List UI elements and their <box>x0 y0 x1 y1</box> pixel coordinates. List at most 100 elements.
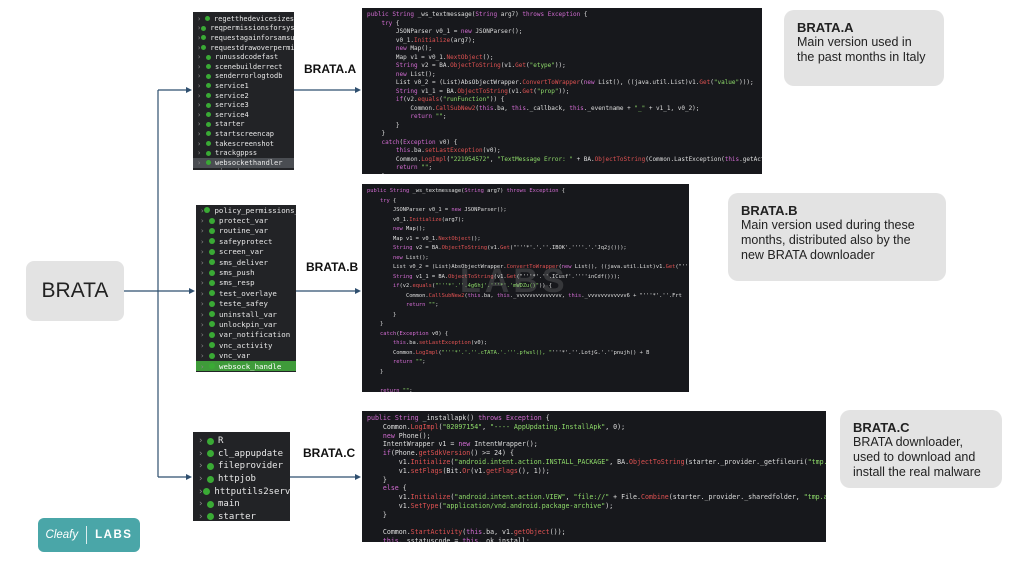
tree-item[interactable]: ›requestagainforsamsung <box>193 33 294 43</box>
expand-chevron-icon[interactable]: › <box>197 62 202 71</box>
tree-item[interactable]: ›test_overlaye <box>196 288 296 298</box>
expand-chevron-icon[interactable]: › <box>197 14 202 23</box>
expand-chevron-icon[interactable]: › <box>200 226 205 236</box>
note-title-brata-a: BRATA.A <box>797 20 854 35</box>
logo-suffix: LABS <box>95 529 133 541</box>
tree-item[interactable]: ›cl_appupdate <box>193 448 290 461</box>
class-icon <box>209 227 215 234</box>
tree-item[interactable]: ›vnc_var <box>196 350 296 360</box>
tree-item[interactable]: ›service3 <box>193 100 294 110</box>
tree-item[interactable]: ›httpjob <box>193 473 290 486</box>
tree-item[interactable]: ›xiaomireqmsperm <box>193 168 294 170</box>
code-line: return ""; <box>410 113 447 120</box>
expand-chevron-icon[interactable]: › <box>197 129 202 138</box>
tree-item[interactable]: ›main <box>193 498 290 511</box>
expand-chevron-icon[interactable]: › <box>197 120 202 129</box>
tree-item[interactable]: ›R <box>193 435 290 448</box>
tree-item-label: R <box>218 436 224 447</box>
tree-item[interactable]: ›routine_var <box>196 226 296 236</box>
expand-chevron-icon[interactable]: › <box>198 448 204 459</box>
expand-chevron-icon[interactable]: › <box>200 330 205 340</box>
tree-item[interactable]: ›service4 <box>193 110 294 120</box>
expand-chevron-icon[interactable]: › <box>198 461 204 472</box>
expand-chevron-icon[interactable]: › <box>200 257 205 267</box>
tree-item[interactable]: ›scenebuilderrect <box>193 62 294 72</box>
tree-item[interactable]: ›senderrorlogtodb <box>193 72 294 82</box>
expand-chevron-icon[interactable]: › <box>198 511 204 521</box>
tree-item[interactable]: ›trackgppss <box>193 148 294 158</box>
tree-item-label: websock_handle <box>219 361 282 371</box>
expand-chevron-icon[interactable]: › <box>198 474 204 485</box>
expand-chevron-icon[interactable]: › <box>197 43 202 52</box>
tree-item-label: vnc_activity <box>219 340 273 350</box>
expand-chevron-icon[interactable]: › <box>197 168 206 170</box>
tree-item[interactable]: ›websockethandler <box>193 157 294 168</box>
logo-divider <box>86 526 88 544</box>
tree-item[interactable]: ›runussdcodefast <box>193 52 294 62</box>
class-icon <box>203 488 211 496</box>
expand-chevron-icon[interactable]: › <box>197 33 202 42</box>
expand-chevron-icon[interactable]: › <box>198 499 204 510</box>
tree-item-label: service2 <box>215 91 249 100</box>
tree-item-label: startscreencap <box>215 129 275 138</box>
expand-chevron-icon[interactable]: › <box>197 81 202 90</box>
class-icon <box>207 450 214 458</box>
expand-chevron-icon[interactable]: › <box>197 139 202 148</box>
tree-item[interactable]: ›sms_push <box>196 267 296 277</box>
expand-chevron-icon[interactable]: › <box>200 319 205 329</box>
expand-chevron-icon[interactable]: › <box>200 361 205 371</box>
tree-item[interactable]: ›service1 <box>193 81 294 91</box>
tree-item[interactable]: ›takescreenshot <box>193 139 294 149</box>
tree-item[interactable]: ›starter <box>193 120 294 130</box>
expand-chevron-icon[interactable]: › <box>197 149 202 158</box>
code-line: public String _ws_textmessage(String arg… <box>367 11 588 18</box>
expand-chevron-icon[interactable]: › <box>200 236 205 246</box>
expand-chevron-icon[interactable]: › <box>200 309 205 319</box>
tree-item[interactable]: ›starter <box>193 511 290 521</box>
expand-chevron-icon[interactable]: › <box>200 205 205 215</box>
expand-chevron-icon[interactable]: › <box>200 340 205 350</box>
tree-item[interactable]: ›reqpermissionsforsystem <box>193 24 294 34</box>
tree-item[interactable]: ›policy_permissions_b... <box>196 205 296 215</box>
expand-chevron-icon[interactable]: › <box>200 216 205 226</box>
code-line: v0_1.Initialize(arg7); <box>367 36 476 44</box>
expand-chevron-icon[interactable]: › <box>197 101 202 110</box>
expand-chevron-icon[interactable]: › <box>200 351 205 361</box>
brata-root-node: BRATA <box>26 261 124 321</box>
expand-chevron-icon[interactable]: › <box>200 247 205 257</box>
expand-chevron-icon[interactable]: › <box>198 436 204 447</box>
tree-item[interactable]: › service2 <box>193 91 294 101</box>
tree-item[interactable]: ›fileprovider <box>193 460 290 473</box>
expand-chevron-icon[interactable]: › <box>197 24 202 33</box>
expand-chevron-icon[interactable]: › <box>200 299 205 309</box>
expand-chevron-icon[interactable]: › <box>197 91 202 100</box>
expand-chevron-icon[interactable]: › <box>200 278 205 288</box>
expand-chevron-icon[interactable]: › <box>197 110 202 119</box>
tree-item[interactable]: ›requestdrawoverpermission <box>193 43 294 53</box>
code-line: return ""; <box>405 302 439 308</box>
tree-item[interactable]: ›var_notification <box>196 330 296 340</box>
tree-item[interactable]: ›teste_safey <box>196 299 296 309</box>
tree-item[interactable]: ›protect_var <box>196 215 296 225</box>
tree-item[interactable]: › websock_handle <box>196 360 296 372</box>
tree-item[interactable]: ›sms_deliver <box>196 257 296 267</box>
tree-item[interactable]: ›safeyprotect <box>196 236 296 246</box>
code-line: Common.CallSubNew2(this.ba, this._vvvvvv… <box>367 292 682 299</box>
expand-chevron-icon[interactable]: › <box>197 53 202 62</box>
expand-chevron-icon[interactable]: › <box>200 288 205 298</box>
tree-item[interactable]: ›screen_var <box>196 247 296 257</box>
tree-item[interactable]: ›sms_resp <box>196 278 296 288</box>
tree-item[interactable]: ›regetthedevicesizes <box>193 14 294 24</box>
tree-item[interactable]: › vnc_activity <box>196 340 296 350</box>
tree-item[interactable]: ›websockservice <box>196 371 296 373</box>
expand-chevron-icon[interactable]: › <box>197 72 202 81</box>
class-icon <box>206 112 211 118</box>
expand-chevron-icon[interactable]: › <box>198 486 204 497</box>
expand-chevron-icon[interactable]: › <box>197 158 202 167</box>
tree-item[interactable]: › startscreencap <box>193 129 294 139</box>
tree-item[interactable]: ›httputils2service <box>193 485 290 498</box>
tree-item[interactable]: ›uninstall_var <box>196 309 296 319</box>
tree-item[interactable]: ›unlockpin_var <box>196 319 296 329</box>
class-icon <box>206 54 211 60</box>
expand-chevron-icon[interactable]: › <box>200 268 205 278</box>
